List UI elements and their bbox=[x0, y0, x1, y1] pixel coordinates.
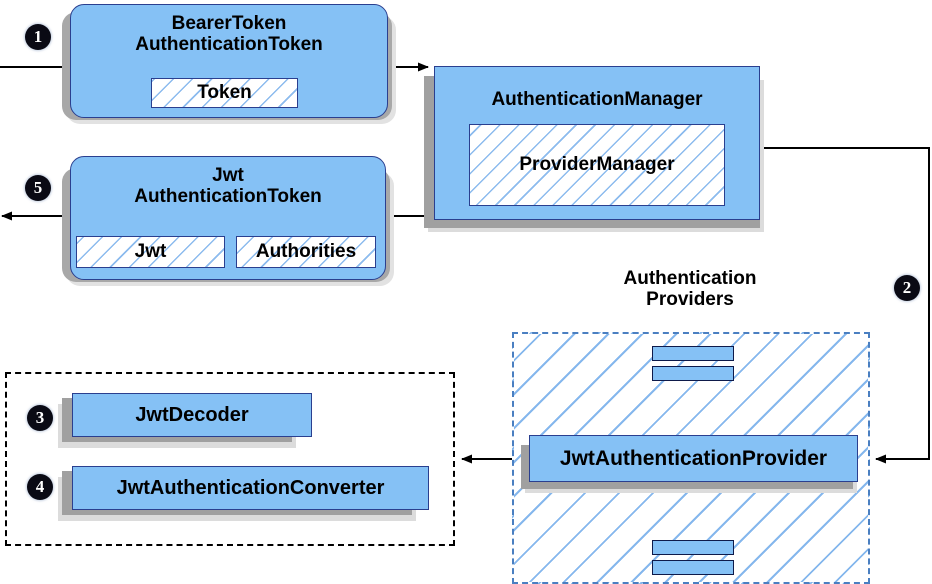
bearer-token-inner-token-label: Token bbox=[197, 82, 252, 103]
support-components-group bbox=[5, 372, 455, 546]
jwt-authentication-provider-label: JwtAuthenticationProvider bbox=[559, 446, 828, 470]
node-jwt-decoder[interactable]: JwtDecoder bbox=[72, 393, 312, 437]
authentication-manager-inner-provider-manager[interactable]: ProviderManager bbox=[469, 124, 725, 206]
step-badge-2: 2 bbox=[894, 275, 920, 301]
bearer-token-title: BearerToken AuthenticationToken bbox=[135, 13, 323, 56]
provider-placeholder-bar-top-2 bbox=[652, 366, 734, 381]
step-badge-3: 3 bbox=[27, 405, 53, 431]
jwt-token-inner-jwt[interactable]: Jwt bbox=[76, 236, 225, 268]
jwt-token-inner-authorities-label: Authorities bbox=[255, 241, 357, 262]
bearer-token-inner-token[interactable]: Token bbox=[151, 78, 298, 108]
provider-placeholder-bar-bottom-1 bbox=[652, 540, 734, 555]
provider-manager-label: ProviderManager bbox=[519, 154, 675, 175]
jwt-decoder-label: JwtDecoder bbox=[135, 403, 249, 426]
jwt-authentication-converter-label: JwtAuthenticationConverter bbox=[116, 476, 385, 499]
provider-placeholder-bar-top-1 bbox=[652, 346, 734, 361]
jwt-token-inner-authorities[interactable]: Authorities bbox=[236, 236, 376, 268]
node-jwt-authentication-provider[interactable]: JwtAuthenticationProvider bbox=[529, 435, 858, 482]
jwt-token-title: Jwt AuthenticationToken bbox=[134, 165, 322, 208]
node-jwt-authentication-converter[interactable]: JwtAuthenticationConverter bbox=[72, 466, 429, 510]
step-badge-4: 4 bbox=[27, 474, 53, 500]
authentication-manager-title: AuthenticationManager bbox=[491, 89, 703, 110]
jwt-token-inner-jwt-label: Jwt bbox=[134, 241, 167, 262]
provider-placeholder-bar-bottom-2 bbox=[652, 560, 734, 575]
step-badge-1: 1 bbox=[25, 24, 51, 50]
step-badge-5: 5 bbox=[25, 175, 51, 201]
authentication-providers-caption: Authentication Providers bbox=[623, 268, 757, 311]
